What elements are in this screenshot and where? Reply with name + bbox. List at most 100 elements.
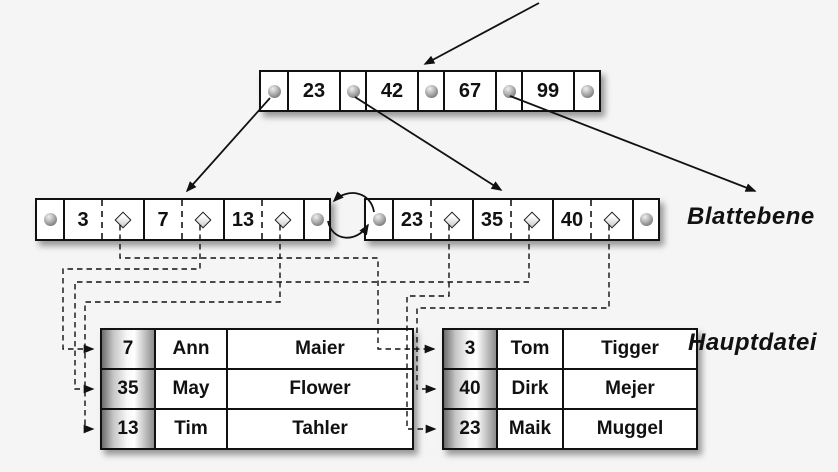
leaf-key: 23 <box>400 208 424 231</box>
pointer-ball-icon <box>639 213 653 226</box>
record-lastname: Flower <box>289 378 351 399</box>
record-firstname-cell: Maik <box>496 410 562 448</box>
root-key-cell: 67 <box>443 72 495 110</box>
record-key: 13 <box>117 418 139 439</box>
root-key: 42 <box>380 80 404 102</box>
record-pointer-diamond-icon <box>443 211 461 228</box>
record-pointer-diamond-icon <box>274 211 292 228</box>
leaf-key: 40 <box>560 208 584 231</box>
leaf-key-cell: 7 <box>143 200 181 239</box>
record-lastname: Mejer <box>605 378 655 399</box>
record-key-cell: 40 <box>444 370 496 408</box>
pointer-ball-icon <box>372 213 386 226</box>
pointer-ball-icon <box>346 84 360 98</box>
record-lastname-cell: Tahler <box>226 410 412 448</box>
root-key-cell: 42 <box>365 72 417 110</box>
record-pointer-cell <box>181 200 223 239</box>
table-row: 3 Tom Tigger <box>444 330 696 368</box>
record-key-cell: 35 <box>102 370 154 408</box>
table-row: 7 Ann Maier <box>102 330 412 368</box>
pointer-cell <box>366 200 392 239</box>
leaf-key-cell: 13 <box>223 200 261 239</box>
label-leaf-level: Blattebene <box>687 203 815 230</box>
record-key: 3 <box>464 338 476 359</box>
record-key-cell: 13 <box>102 410 154 448</box>
record-lastname-cell: Mejer <box>562 370 696 408</box>
record-firstname: Tom <box>510 338 550 359</box>
pointer-cell <box>495 72 521 110</box>
leaf-key-cell: 23 <box>392 200 430 239</box>
root-node: 23 42 67 99 <box>259 70 601 112</box>
record-firstname: May <box>172 378 210 399</box>
pointer-ball-icon <box>267 84 281 98</box>
record-key: 35 <box>117 378 139 399</box>
record-pointer-cell <box>430 200 472 239</box>
leaf-node-right: 23 35 40 <box>364 198 660 241</box>
root-key-cell: 99 <box>521 72 573 110</box>
root-key: 67 <box>458 80 482 102</box>
record-firstname: Ann <box>172 338 210 359</box>
record-firstname-cell: Ann <box>154 330 226 368</box>
record-key: 23 <box>459 418 481 439</box>
record-pointer-cell <box>510 200 552 239</box>
record-lastname-cell: Muggel <box>562 410 696 448</box>
entry-arrow-to-root <box>423 2 540 65</box>
record-firstname-cell: Tim <box>154 410 226 448</box>
record-lastname: Tahler <box>292 418 348 439</box>
record-lastname: Tigger <box>601 338 659 359</box>
record-lastname: Maier <box>295 338 345 359</box>
pointer-ball-icon <box>43 213 57 226</box>
pointer-cell <box>573 72 599 110</box>
record-key: 40 <box>459 378 481 399</box>
record-pointer-cell <box>261 200 303 239</box>
record-key-cell: 23 <box>444 410 496 448</box>
record-key: 7 <box>122 338 134 359</box>
label-main-file: Hauptdatei <box>688 329 818 356</box>
table-row: 13 Tim Tahler <box>102 408 412 448</box>
record-firstname: Maik <box>508 418 552 439</box>
pointer-cell <box>417 72 443 110</box>
table-row: 40 Dirk Mejer <box>444 368 696 408</box>
sibling-arrow-left-to-right <box>327 220 369 239</box>
record-key-cell: 7 <box>102 330 154 368</box>
table-row: 35 May Flower <box>102 368 412 408</box>
record-pointer-diamond-icon <box>603 211 621 228</box>
root-key: 99 <box>536 80 560 102</box>
leaf-key-cell: 3 <box>63 200 101 239</box>
record-key-cell: 3 <box>444 330 496 368</box>
record-firstname: Tim <box>174 418 208 439</box>
table-row: 23 Maik Muggel <box>444 408 696 448</box>
pointer-cell <box>261 72 287 110</box>
root-key: 23 <box>302 80 326 102</box>
record-pointer-cell <box>101 200 143 239</box>
main-table-left: 7 Ann Maier 35 May Flower 13 Tim Tahler <box>100 328 414 450</box>
record-firstname-cell: Dirk <box>496 370 562 408</box>
pointer-cell <box>339 72 365 110</box>
pointer-ball-icon <box>424 84 438 98</box>
leaf-key: 3 <box>77 208 89 231</box>
record-firstname-cell: May <box>154 370 226 408</box>
pointer-cell <box>303 200 329 239</box>
pointer-ball-icon <box>502 84 516 98</box>
leaf-key-cell: 35 <box>472 200 510 239</box>
record-lastname-cell: Maier <box>226 330 412 368</box>
record-lastname-cell: Flower <box>226 370 412 408</box>
pointer-cell <box>37 200 63 239</box>
leaf-key: 13 <box>231 208 255 231</box>
record-pointer-diamond-icon <box>523 211 541 228</box>
record-firstname-cell: Tom <box>496 330 562 368</box>
record-lastname: Muggel <box>596 418 664 439</box>
root-key-cell: 23 <box>287 72 339 110</box>
record-lastname-cell: Tigger <box>562 330 696 368</box>
leaf-key: 7 <box>157 208 169 231</box>
record-firstname: Dirk <box>511 378 549 399</box>
leaf-key-cell: 40 <box>552 200 590 239</box>
pointer-cell <box>632 200 658 239</box>
pointer-ball-icon <box>580 84 594 98</box>
record-pointer-cell <box>590 200 632 239</box>
record-pointer-diamond-icon <box>114 211 132 228</box>
root-pointer-arrow-left-leaf <box>185 97 271 193</box>
main-table-right: 3 Tom Tigger 40 Dirk Mejer 23 Maik Mugge… <box>442 328 698 450</box>
leaf-node-left: 3 7 13 <box>35 198 331 241</box>
